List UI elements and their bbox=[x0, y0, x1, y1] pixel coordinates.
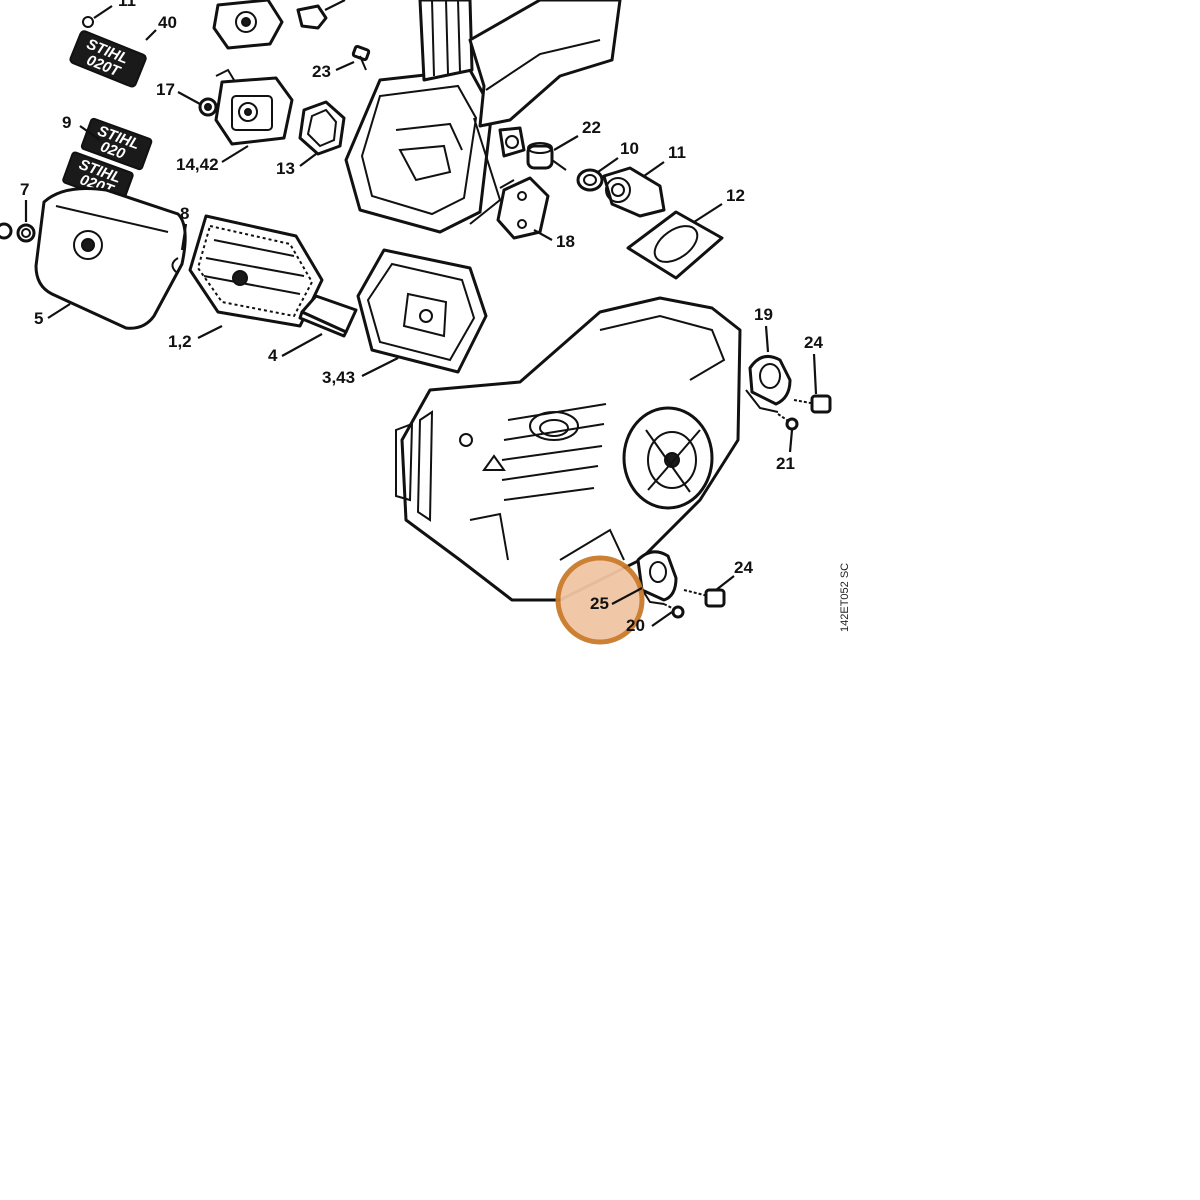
carburetor-14-42 bbox=[214, 68, 294, 146]
callout-25: 25 bbox=[590, 594, 609, 613]
flange-12 bbox=[626, 210, 724, 280]
callout-7: 7 bbox=[20, 180, 29, 199]
callout-24-lower: 24 bbox=[734, 558, 753, 577]
callout-21: 21 bbox=[776, 454, 795, 473]
nut-17 bbox=[198, 97, 218, 117]
callout-14-42: 14,42 bbox=[176, 155, 219, 174]
decal-40: STIHL 020T bbox=[69, 30, 147, 88]
screw-24-lower bbox=[683, 588, 726, 608]
plate-18 bbox=[496, 176, 550, 240]
spacer-22 bbox=[526, 142, 567, 171]
callout-24-upper: 24 bbox=[804, 333, 823, 352]
callout-23: 23 bbox=[312, 62, 331, 81]
callout-3-43: 3,43 bbox=[322, 368, 355, 387]
callout-8: 8 bbox=[180, 204, 189, 223]
gasket-13 bbox=[298, 100, 346, 156]
manifold-11 bbox=[602, 166, 666, 218]
callout-11-top: 11 bbox=[118, 0, 136, 10]
callout-19: 19 bbox=[754, 305, 773, 324]
av-mount-25 bbox=[636, 550, 678, 605]
tank-housing bbox=[344, 0, 622, 234]
callout-13: 13 bbox=[276, 159, 295, 178]
filter-base-3-43 bbox=[356, 248, 488, 374]
carburetor-upper bbox=[212, 0, 346, 50]
air-filter-1-2 bbox=[188, 214, 324, 328]
screw-7 bbox=[0, 222, 36, 243]
filter-cover-5 bbox=[34, 187, 187, 330]
screw-24-upper bbox=[793, 394, 832, 414]
callout-11: 11 bbox=[668, 143, 686, 162]
callout-4: 4 bbox=[268, 346, 278, 365]
callout-9: 9 bbox=[62, 113, 71, 132]
ring-8 bbox=[171, 257, 179, 273]
callout-17: 17 bbox=[156, 80, 175, 99]
drawing-code: 142ET052 SC bbox=[839, 563, 851, 632]
highlight-callout-25[interactable] bbox=[555, 555, 645, 645]
screw-21 bbox=[777, 413, 799, 431]
callout-1-2: 1,2 bbox=[168, 332, 192, 351]
av-mount-19 bbox=[745, 354, 792, 413]
callout-12: 12 bbox=[726, 186, 745, 205]
callout-22: 22 bbox=[582, 118, 601, 137]
part-11-small-screw bbox=[82, 5, 113, 28]
callout-5: 5 bbox=[34, 309, 43, 328]
decal-9: STIHL 020 STIHL 020T bbox=[62, 117, 153, 204]
screw-20 bbox=[663, 603, 685, 619]
ring-10 bbox=[576, 168, 604, 192]
callout-20: 20 bbox=[626, 616, 645, 635]
callout-18: 18 bbox=[556, 232, 575, 251]
engine-crankcase bbox=[395, 296, 742, 602]
foam-4 bbox=[298, 294, 358, 338]
screw-23 bbox=[351, 44, 371, 71]
callout-10: 10 bbox=[620, 139, 639, 158]
callout-40: 40 bbox=[158, 13, 177, 32]
